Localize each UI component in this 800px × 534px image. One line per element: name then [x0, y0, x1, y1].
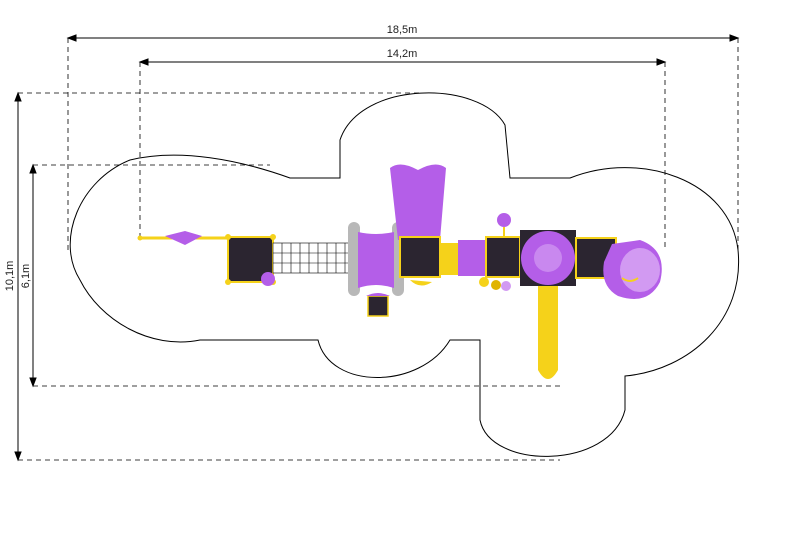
playground-equipment [137, 164, 662, 379]
yellow-tube [440, 243, 460, 275]
middle-platform [399, 236, 441, 278]
overall-width-label: 18,5m [387, 24, 418, 36]
purple-roof-panel [390, 164, 446, 240]
safety-zone-outline [69, 92, 740, 457]
purple-tunnel [358, 232, 394, 288]
dimension-lines [14, 34, 740, 462]
purple-cone-element [165, 231, 202, 245]
net-bridge [272, 242, 352, 274]
yellow-slide [538, 286, 558, 379]
equipment-width-label: 14,2m [387, 48, 418, 60]
grey-ring-left [348, 222, 360, 296]
purple-tube [458, 240, 486, 276]
equipment-depth-label: 6,1m [20, 264, 32, 288]
lower-step [367, 295, 389, 317]
overall-depth-label: 10,1m [4, 261, 16, 292]
right-platform [485, 236, 521, 278]
purple-knob [261, 272, 275, 286]
dimension-guides [18, 38, 739, 461]
purple-ball-top [497, 213, 511, 227]
